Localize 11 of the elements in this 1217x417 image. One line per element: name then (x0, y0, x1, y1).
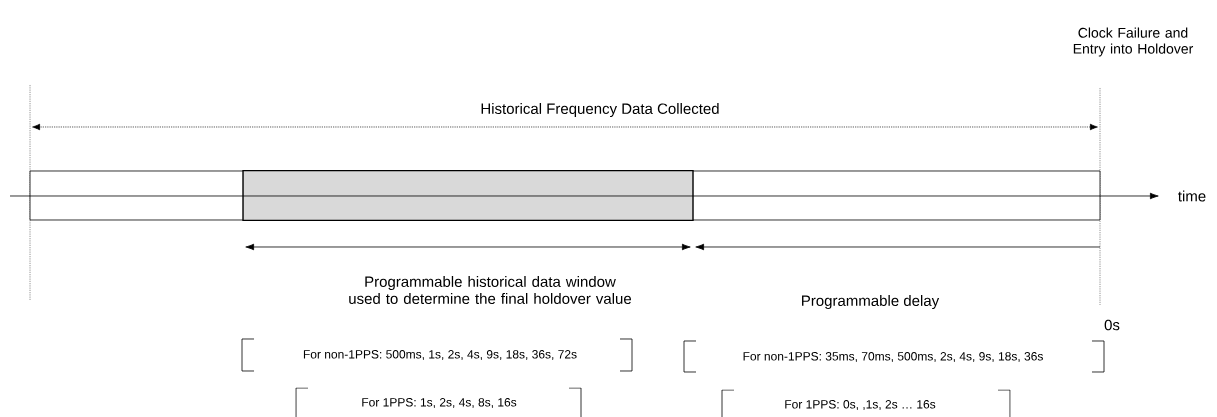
dimension-label: Programmable delay (802, 295, 940, 309)
window-box (242, 169, 694, 222)
value-list: For 1PPS: 0s, ,1s, 2s … 16s (785, 400, 936, 410)
caption-text: Clock Failure and Entry into Holdover (1073, 27, 1194, 57)
dimension-label: Programmable historical data window used to determine the final holdover value (349, 276, 631, 304)
axis-label: time (1178, 190, 1206, 202)
value-list: For non-1PPS: 35ms, 70ms, 500ms, 2s, 4s, 9s, 18s, 36s (743, 352, 1043, 362)
value-list: For 1PPS: 1s, 2s, 4s, 8s, 16s (362, 398, 517, 408)
value-list: For non-1PPS: 500ms, 1s, 2s, 4s, 9s, 18s, 36s, 72s (303, 350, 577, 360)
tick-label: 0s (1104, 319, 1120, 331)
dimension-label: Historical Frequency Data Collected (481, 103, 719, 117)
